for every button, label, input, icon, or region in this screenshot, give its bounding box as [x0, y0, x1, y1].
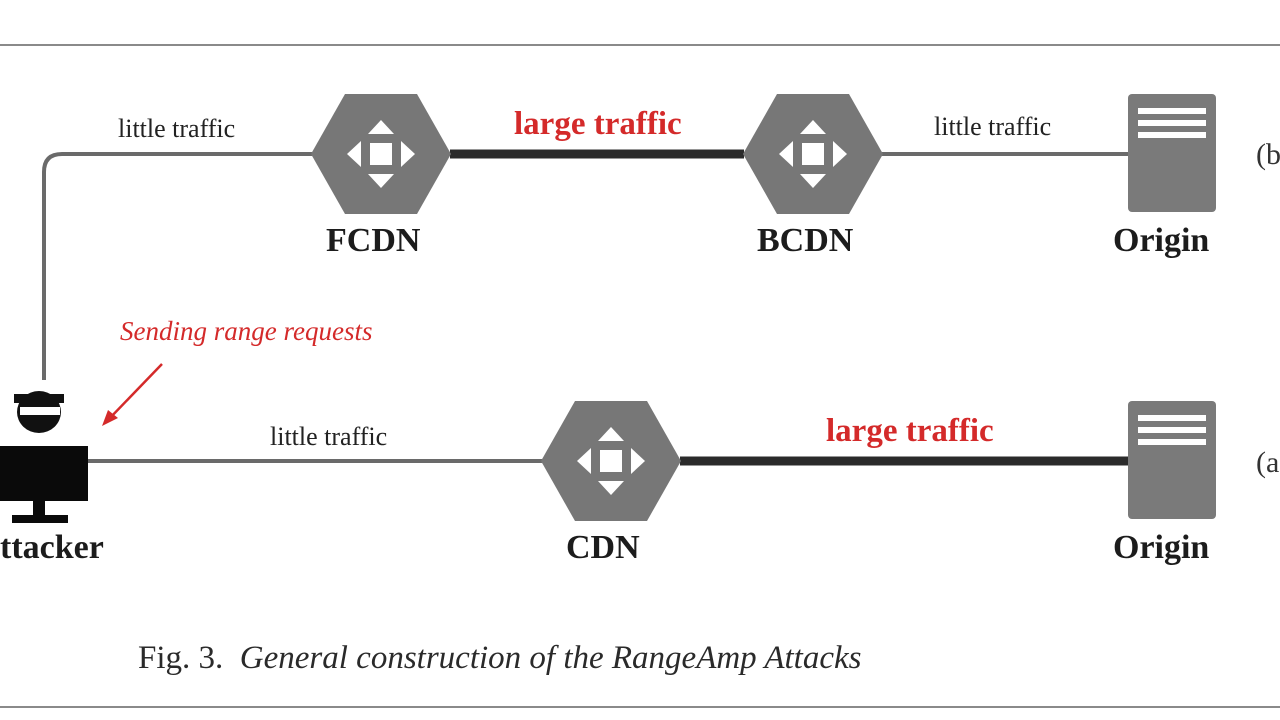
figure-caption: Fig. 3. General construction of the Rang…: [138, 640, 861, 677]
edge-label-bcdn-origin: little traffic: [934, 112, 1052, 141]
edge-label-fcdn-bcdn: large traffic: [514, 106, 682, 142]
edge-label-attacker-fcdn: little traffic: [118, 114, 236, 143]
caption-title: General construction of the RangeAmp Att…: [239, 640, 862, 676]
origin-label-top: Origin: [1113, 222, 1210, 259]
annotation-arrow: [102, 363, 163, 426]
side-tag-b: (b: [1256, 138, 1280, 171]
caption-prefix: Fig. 3.: [138, 640, 224, 676]
edge-label-cdn-origin: large traffic: [826, 413, 994, 449]
attacker-label: ttacker: [0, 529, 104, 566]
side-tag-a: (a: [1256, 446, 1280, 479]
origin-server-icon-bottom: [1128, 401, 1216, 519]
figure-frame: [0, 44, 1280, 708]
annotation-text: Sending range requests: [120, 316, 373, 346]
origin-server-icon-top: [1128, 94, 1216, 212]
cdn-hexagon-icon: [541, 401, 681, 521]
attacker-icon: [0, 391, 88, 523]
attacker-to-fcdn-line: [42, 152, 312, 380]
bcdn-hexagon-icon: [743, 94, 883, 214]
bcdn-label: BCDN: [757, 222, 854, 259]
fcdn-label: FCDN: [326, 222, 421, 259]
origin-label-bottom: Origin: [1113, 529, 1210, 566]
cdn-label: CDN: [566, 529, 640, 566]
fcdn-hexagon-icon: [311, 94, 451, 214]
edge-label-attacker-cdn: little traffic: [270, 422, 388, 451]
